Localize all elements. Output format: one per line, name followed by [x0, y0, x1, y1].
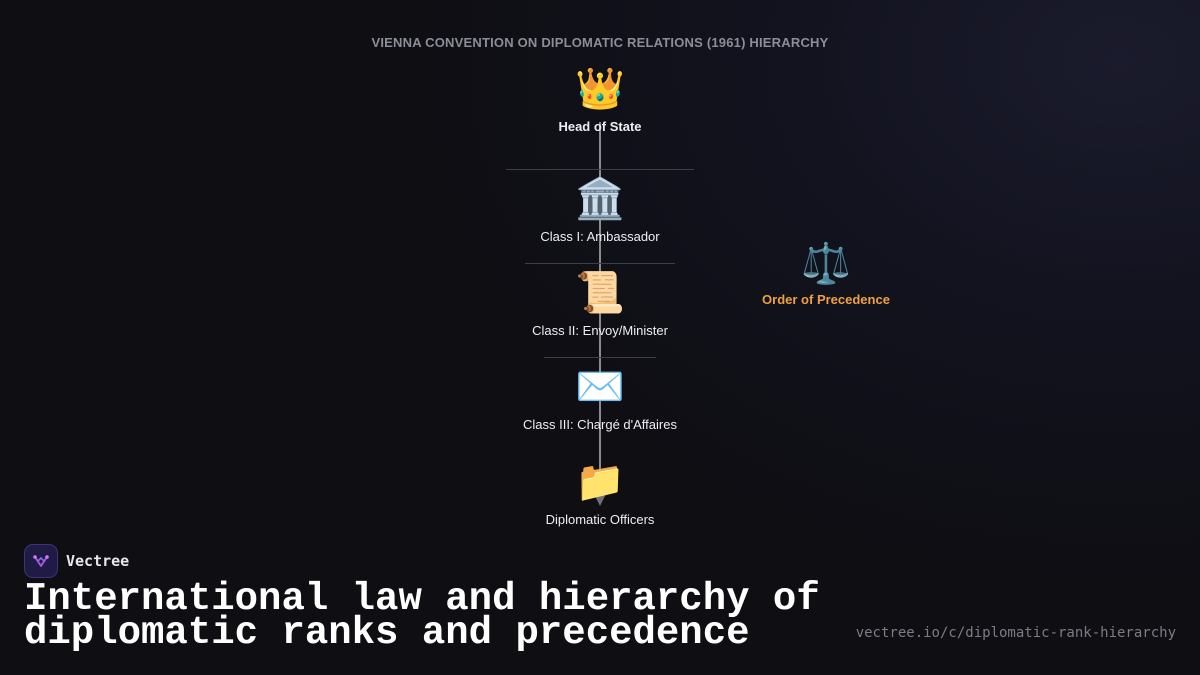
- crown-icon: 👑: [575, 66, 625, 112]
- source-url[interactable]: vectree.io/c/diplomatic-rank-hierarchy: [855, 625, 1176, 641]
- brand: Vectree: [24, 544, 129, 578]
- node-label: Diplomatic Officers: [545, 512, 655, 527]
- scales-icon: ⚖️: [801, 241, 851, 287]
- hierarchy-node-envoy-minister: 📜 Class II: Envoy/Minister: [400, 269, 800, 338]
- precedence-label: Order of Precedence: [762, 292, 890, 307]
- folder-icon: 📁: [575, 459, 625, 505]
- hierarchy-node-ambassador: 🏛️ Class I: Ambassador: [400, 175, 800, 244]
- headline-line-1: International law and hierarchy of: [24, 577, 820, 621]
- classical-building-icon: 🏛️: [575, 176, 625, 222]
- hierarchy-node-charge-d-affaires: ✉️ Class III: Chargé d'Affaires: [400, 363, 800, 432]
- hierarchy-node-diplomatic-officers: 📁 Diplomatic Officers: [400, 458, 800, 527]
- tier-separator: [544, 357, 656, 358]
- node-label: Class I: Ambassador: [540, 229, 660, 244]
- hierarchy-node-head-of-state: 👑 Head of State: [400, 65, 800, 134]
- hierarchy-axis-line: [599, 122, 601, 498]
- order-of-precedence-callout: ⚖️ Order of Precedence: [726, 240, 926, 307]
- headline-line-2: diplomatic ranks and precedence: [24, 611, 750, 655]
- vectree-logo-icon: [24, 544, 58, 578]
- diagram-title: VIENNA CONVENTION ON DIPLOMATIC RELATION…: [371, 35, 829, 50]
- brand-name: Vectree: [66, 552, 130, 570]
- node-label: Class III: Chargé d'Affaires: [523, 417, 677, 432]
- node-label: Class II: Envoy/Minister: [532, 323, 668, 338]
- hierarchy-arrow-head: [594, 494, 606, 506]
- tier-separator: [525, 263, 675, 264]
- headline: International law and hierarchy of diplo…: [24, 577, 824, 655]
- envelope-icon: ✉️: [575, 364, 625, 410]
- node-label: Head of State: [558, 119, 642, 134]
- scroll-icon: 📜: [575, 270, 625, 316]
- tier-separator: [506, 169, 694, 170]
